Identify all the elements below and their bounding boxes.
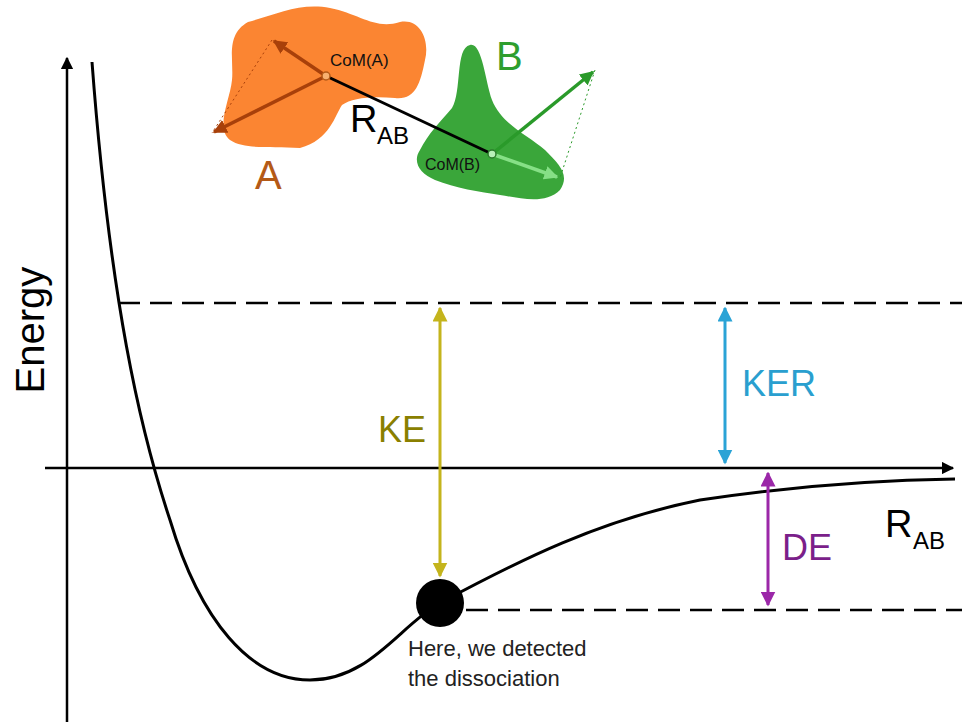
distance-subscript: AB: [377, 124, 409, 148]
detection-dot: [416, 579, 464, 627]
energy-label: DE: [782, 530, 832, 566]
com-dot: [488, 150, 496, 158]
com-label: CoM(A): [330, 52, 389, 69]
x-axis: [45, 467, 953, 470]
de-arrow: [767, 473, 770, 605]
blob-outline: [210, 0, 435, 210]
com-label: CoM(B): [425, 157, 480, 173]
energy-label: KER: [742, 366, 816, 402]
energy-level-line: [118, 302, 962, 305]
axis-title: Energy: [10, 267, 50, 394]
axis-symbol: R: [885, 505, 912, 543]
distance-symbol: R: [350, 100, 377, 138]
fragment-blob: CoM(A) A: [210, 0, 435, 210]
velocity-arrow: [492, 72, 593, 154]
fragment-label: B: [496, 36, 523, 76]
blob-shape: [417, 45, 564, 199]
blob-shape: [223, 6, 426, 148]
fragment-blob: CoM(B) B: [405, 30, 575, 205]
ke-arrow: [439, 308, 442, 576]
com-dot: [322, 72, 330, 80]
y-axis: [66, 58, 69, 722]
ker-arrow: [724, 308, 727, 463]
axis-subscript: AB: [913, 529, 945, 553]
callout-note: Here, we detected the dissociation: [408, 634, 613, 694]
fragment-label: A: [255, 155, 282, 195]
energy-label: KE: [378, 412, 426, 448]
energy-level-line: [466, 609, 962, 612]
blob-outline: [405, 30, 575, 205]
